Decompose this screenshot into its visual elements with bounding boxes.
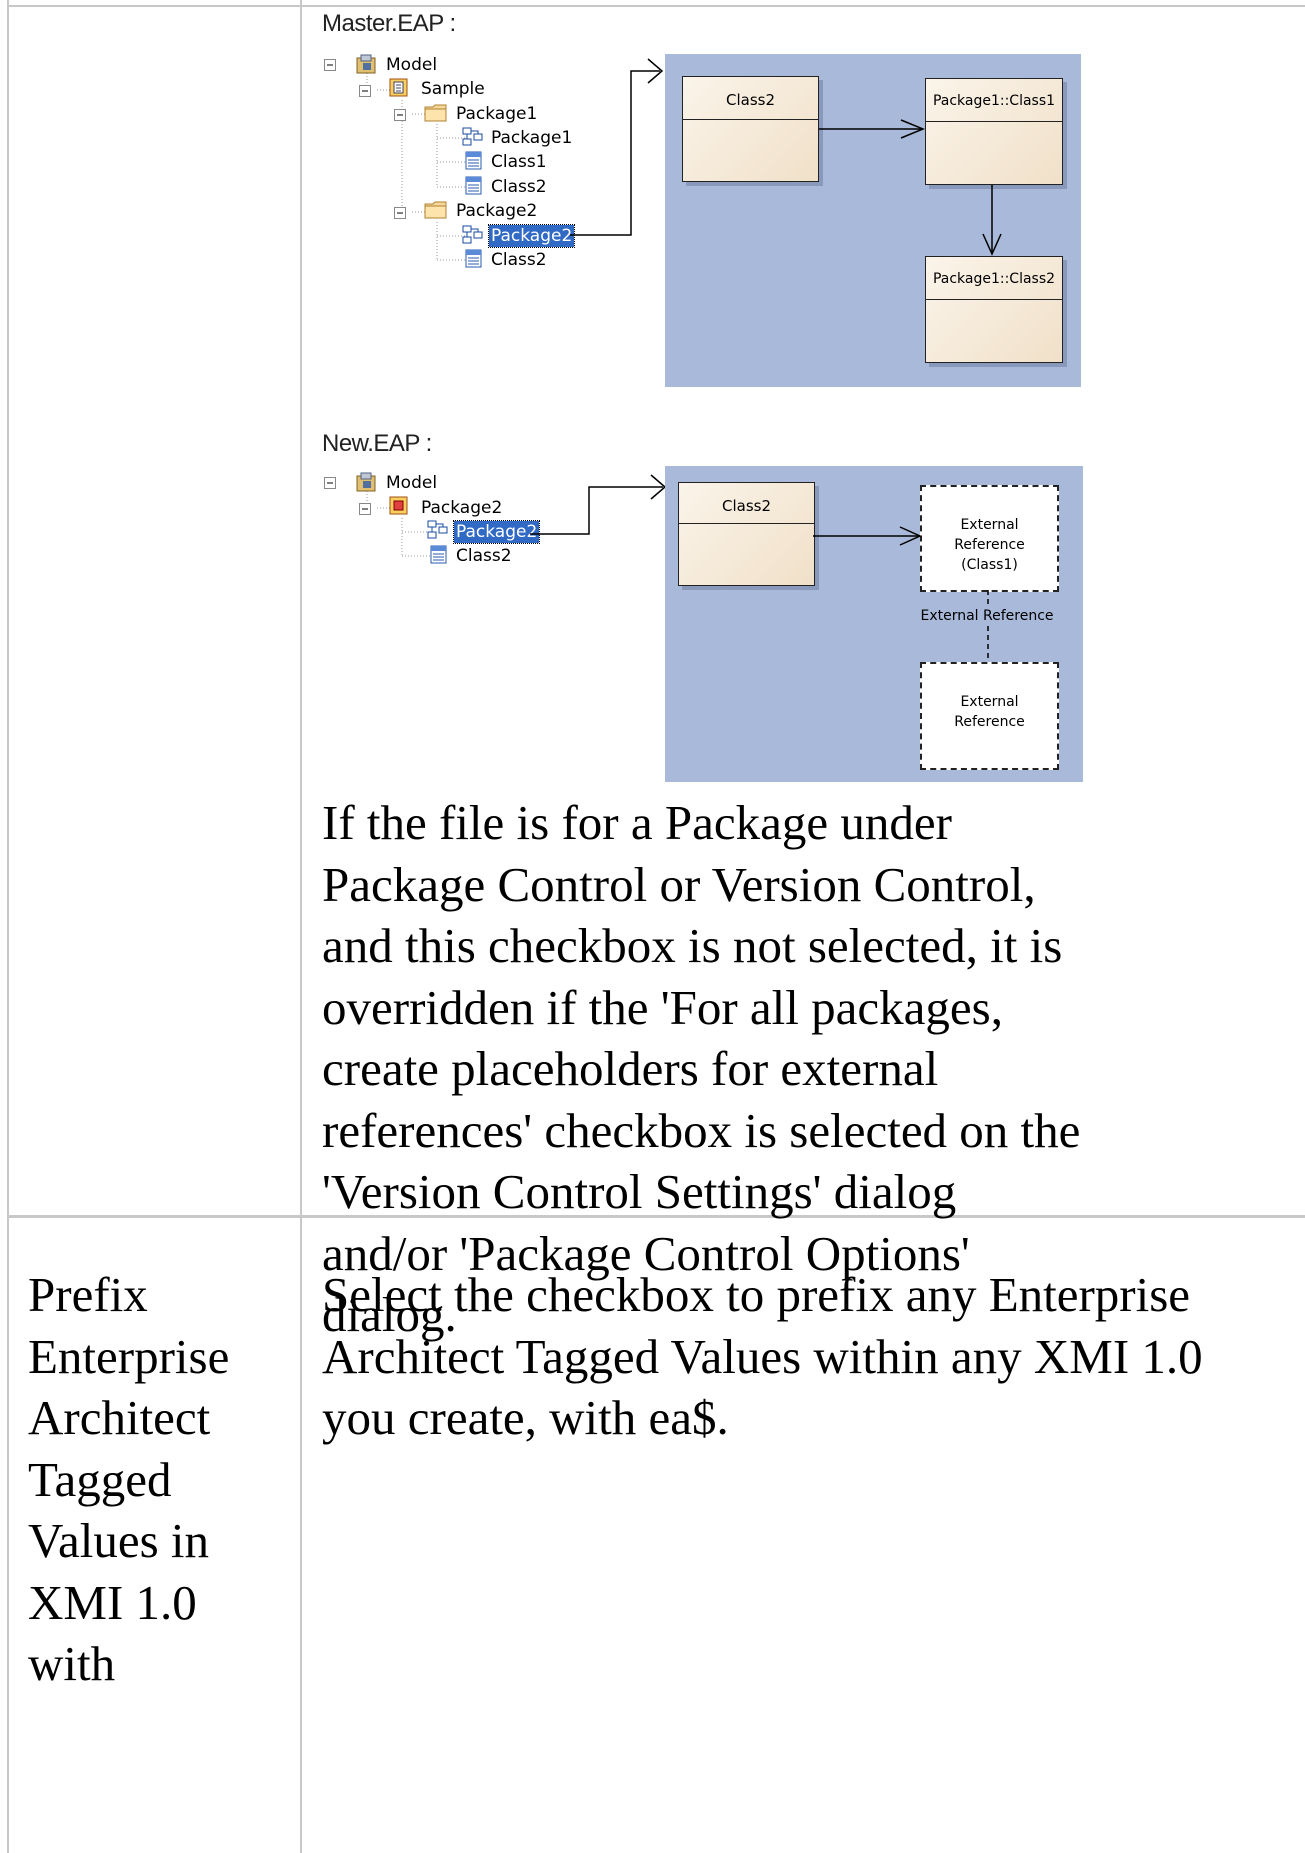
tree-item-class2[interactable]: Class2	[456, 546, 512, 566]
diagram-icon	[462, 127, 484, 152]
pointer-arrow	[530, 474, 667, 535]
model-icon	[355, 471, 379, 498]
tree-item-class1[interactable]: Class1	[491, 152, 547, 172]
collapse-icon[interactable]	[394, 108, 406, 126]
class-icon	[465, 249, 483, 274]
table-border-top	[7, 5, 1305, 7]
option-description: If the file is for a Package under Packa…	[322, 795, 1081, 1342]
class-name: Package1::Class1	[932, 93, 1056, 109]
association-arrows	[813, 526, 989, 662]
class-icon	[465, 176, 483, 201]
collapse-icon[interactable]	[359, 502, 371, 520]
external-reference-placeholder[interactable]: External Reference	[920, 662, 1059, 770]
tree-item-package2[interactable]: Package2	[456, 201, 538, 221]
collapse-icon[interactable]	[359, 84, 371, 102]
association-arrows	[819, 119, 1002, 256]
class-icon	[430, 545, 448, 570]
option-name: Prefix Enterprise Architect Tagged Value…	[28, 1267, 230, 1691]
table-column-divider	[300, 0, 302, 1853]
folder-icon	[424, 103, 448, 128]
tree-item-class2[interactable]: Class2	[491, 250, 547, 270]
ext-ref-text: Reference	[954, 537, 1025, 553]
option-description: Select the checkbox to prefix any Enterp…	[322, 1267, 1203, 1445]
connector-label: External Reference	[912, 606, 1062, 626]
class-name: Class2	[721, 497, 771, 515]
class-name: Package1::Class2	[932, 271, 1056, 287]
package-icon	[389, 496, 409, 521]
class-name: Class2	[725, 91, 775, 109]
collapse-icon[interactable]	[324, 58, 336, 76]
figure-caption: New.EAP :	[322, 430, 432, 457]
tree-item-package2[interactable]: Package2	[421, 498, 503, 518]
collapse-icon[interactable]	[324, 476, 336, 494]
model-icon	[355, 53, 379, 80]
ext-ref-text: (Class1)	[961, 557, 1018, 573]
ext-ref-text: External	[960, 694, 1019, 710]
tree-item-class2[interactable]: Class2	[491, 177, 547, 197]
tree-item-sample[interactable]: Sample	[421, 79, 485, 99]
external-reference-placeholder[interactable]: External Reference (Class1)	[920, 485, 1059, 592]
folder-icon	[424, 200, 448, 225]
diagram-icon	[462, 225, 484, 250]
tree-item-package1[interactable]: Package1	[456, 104, 538, 124]
tree-item-package2-diagram-selected[interactable]: Package2	[487, 224, 576, 248]
view-icon	[389, 78, 409, 103]
pointer-arrow	[570, 58, 664, 236]
tree-item-package2-diagram-selected[interactable]: Package2	[452, 520, 541, 544]
table-border-left	[7, 0, 9, 1853]
class-icon	[465, 151, 483, 176]
tree-item-model[interactable]: Model	[386, 473, 438, 493]
table-row-divider	[7, 1215, 1305, 1218]
class-element[interactable]: Class2	[678, 482, 815, 586]
diagram-icon	[427, 520, 449, 545]
tree-item-package1-diagram[interactable]: Package1	[491, 128, 573, 148]
class-element[interactable]: Class2	[682, 76, 819, 182]
tree-item-model[interactable]: Model	[386, 55, 438, 75]
class-compartment-divider	[683, 119, 818, 120]
class-element[interactable]: Package1::Class2	[925, 256, 1063, 363]
ext-ref-text: Reference	[954, 714, 1025, 730]
class-compartment-divider	[926, 121, 1062, 122]
class-compartment-divider	[679, 523, 814, 524]
class-element[interactable]: Package1::Class1	[925, 78, 1063, 185]
class-compartment-divider	[926, 299, 1062, 300]
ext-ref-text: External	[960, 517, 1019, 533]
figure-caption: Master.EAP :	[322, 10, 456, 37]
collapse-icon[interactable]	[394, 206, 406, 224]
